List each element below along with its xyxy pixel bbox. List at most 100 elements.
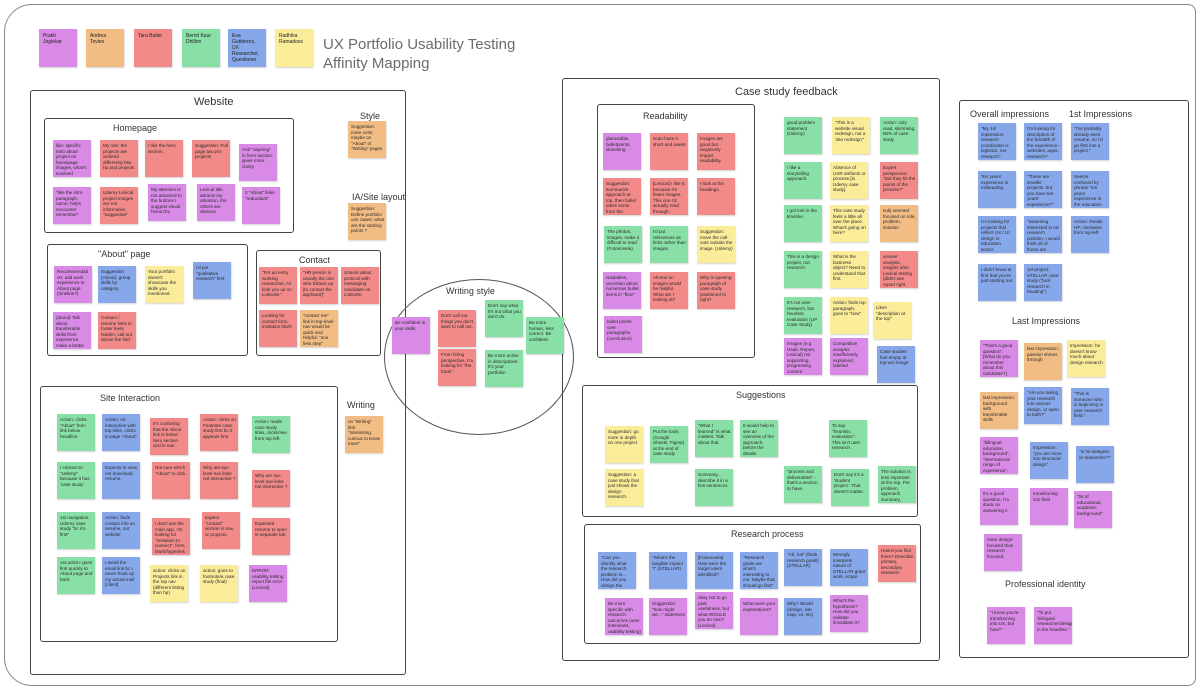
sticky-note: "I know you're transitioning into UX, bu… bbox=[987, 607, 1025, 644]
sticky-note: readables, uncertain about numerous bull… bbox=[603, 272, 641, 309]
sticky-note: Why is opening paragraph of case study p… bbox=[697, 272, 735, 309]
sticky-note: Be more human, less correct. Be confiden… bbox=[526, 317, 564, 354]
readability-title: Readability bbox=[643, 111, 688, 121]
sticky-note: Why? Would (design, site map, UI, etc) bbox=[784, 598, 822, 635]
sticky-note: Action: reads case study titles, clicks/… bbox=[252, 416, 290, 453]
sticky-note: transitioning into field bbox=[1030, 488, 1068, 525]
sticky-note: answer analysis, insights after Lexical … bbox=[880, 251, 918, 288]
sticky-note: good problem statement (Udemy) bbox=[784, 117, 822, 154]
homepage-frame bbox=[44, 118, 294, 233]
sticky-note: Action: only read, skimming, 80% of case… bbox=[880, 117, 918, 154]
sticky-note: I look at the headings. bbox=[697, 178, 735, 215]
overall-frame bbox=[959, 100, 1189, 658]
sticky-note: glanceable, bulletpoints, skimming bbox=[603, 133, 641, 170]
sticky-note: "My 1st impression: research coordinator… bbox=[978, 123, 1016, 160]
sticky-note: "That's a good question": [What do you r… bbox=[980, 340, 1018, 377]
sticky-note: Action: no interaction with top links, c… bbox=[102, 414, 140, 451]
case-study-title: Case study feedback bbox=[735, 86, 838, 98]
sticky-note: Images are good but negatively impact re… bbox=[697, 133, 735, 170]
case-study-frame bbox=[562, 78, 940, 661]
sticky-note: Expects to view, not download, resume. bbox=[102, 462, 140, 499]
sticky-note: Absence of UXR artifacts or process [in … bbox=[830, 162, 868, 199]
legend-swatch: Andrea Tovies bbox=[86, 29, 124, 67]
writing-title: Writing bbox=[347, 400, 375, 410]
sticky-note: Recommendati on: add work experience to … bbox=[54, 266, 92, 303]
sticky-note: This is a design project, not research. bbox=[784, 251, 822, 288]
sticky-note: Wrongly interprets nature of STELLAR gra… bbox=[830, 549, 868, 586]
sticky-note: My attention is not attracted to the but… bbox=[148, 184, 186, 221]
sticky-note: Why are top-level nav links not interact… bbox=[252, 470, 290, 507]
site-interaction-frame bbox=[40, 386, 338, 642]
sticky-note: [Fotonovela] How were the target users i… bbox=[695, 552, 733, 589]
sticky-note: (about) Talk about transferable skills f… bbox=[53, 312, 91, 349]
homepage-title: Homepage bbox=[113, 123, 158, 133]
sticky-note: Expected resume to open in separate tab. bbox=[252, 518, 290, 555]
sticky-note: Likes "description at the top" bbox=[873, 302, 911, 339]
legend-swatch: Tara Butler bbox=[134, 29, 172, 67]
sticky-note: "To put 'bilingual researcher/designer' … bbox=[1034, 607, 1072, 644]
sticky-note: From hiring perspective, I'm looking for… bbox=[438, 349, 476, 386]
sticky-note: Be more active in descriptions. It's you… bbox=[485, 350, 523, 387]
sticky-note: Suggestion: "how might we..." statement bbox=[649, 598, 687, 635]
last-impressions-title: Last Impressions bbox=[1012, 316, 1081, 326]
sticky-note: What were your expectations? bbox=[740, 598, 778, 635]
sticky-note: I'd put references as links rather than … bbox=[650, 226, 688, 263]
board-title: UX Portfolio Usability Testing Affinity … bbox=[323, 36, 516, 72]
sticky-note: This case study feels a little all over … bbox=[830, 205, 868, 242]
sticky-note: "lot of educational, academic background… bbox=[1074, 491, 1112, 528]
sticky-note: I like a storytelling approach. bbox=[784, 162, 822, 199]
sticky-note: Be confident in your skills. bbox=[392, 317, 430, 354]
writing-style-title: Writing style bbox=[446, 286, 495, 296]
sticky-note: "Are you taking your research into vario… bbox=[1024, 387, 1062, 424]
suggestions-title: Suggestions bbox=[736, 390, 786, 400]
contact-title: Contact bbox=[299, 255, 331, 265]
sticky-note: Action: finds contact info on resume, no… bbox=[102, 512, 140, 549]
sticky-note: "This is a website visual redesign, not … bbox=[832, 117, 870, 154]
sticky-note: "This is someone who is beginning in use… bbox=[1071, 388, 1109, 425]
sticky-note: "contact me" link in top-level nav would… bbox=[300, 310, 338, 347]
sticky-note: "I've probably already seen resume, so I… bbox=[1071, 123, 1109, 160]
sticky-note: "These are smaller projects, but you hav… bbox=[1024, 171, 1062, 208]
ia-title: IA/Site layout bbox=[352, 192, 406, 202]
legend-swatch: Prakti Joglekar bbox=[39, 29, 77, 67]
sticky-note: Ten years' experience is misleading. bbox=[978, 171, 1016, 208]
sticky-note: Summary... describe it in a few sentence… bbox=[695, 469, 733, 506]
sticky-note: The photos, images, make it difficult to… bbox=[604, 226, 642, 263]
sticky-note: Seems confused by phrase "ten years expe… bbox=[1071, 171, 1109, 208]
sticky-note: My role: the projects are ordered differ… bbox=[100, 140, 138, 177]
sticky-note: I'm looking for projects that reflect UX… bbox=[978, 216, 1016, 253]
sticky-note: "like the intro paragraph, name; helps e… bbox=[53, 187, 91, 224]
legend-swatch: Eva Guttierrez, UX Researcher, Questione… bbox=[228, 29, 266, 67]
sticky-note: Case studies feel empty at top w/o image bbox=[877, 346, 915, 383]
sticky-note: Impression: "you are more into structura… bbox=[1030, 442, 1068, 479]
sticky-note: Suggestion: more color, maybe on "About"… bbox=[348, 121, 386, 158]
sticky-note: I clicked on "Udemy" because it has 'cas… bbox=[57, 462, 95, 499]
sticky-note: I'm looking for description of the bread… bbox=[1024, 123, 1062, 160]
sticky-note: Suggestion: summarize approach at top, t… bbox=[603, 178, 641, 215]
about-title: "About" page bbox=[98, 249, 151, 259]
sticky-note: Be more specific with research outcomes … bbox=[605, 598, 643, 635]
sticky-note: more design-focused than research focuse… bbox=[984, 534, 1022, 571]
sticky-note: "Ah, hal" (finds research goals) (STELLA… bbox=[784, 549, 822, 586]
sticky-note: What is the business object? Need to und… bbox=[830, 251, 868, 288]
sticky-note: Unsure about protocol with messaging can… bbox=[341, 267, 379, 304]
sticky-note: "HR person is usually the one who follow… bbox=[300, 267, 338, 304]
whiteboard-board bbox=[4, 4, 1196, 686]
sticky-note: action: clicks on Projects link in the t… bbox=[150, 565, 188, 602]
sticky-note: Suggestion: a case study that just shows… bbox=[605, 469, 643, 506]
sticky-note: "process and deliverables" - that's a se… bbox=[784, 466, 822, 503]
sticky-note: Udemy Lexical project images are not inf… bbox=[100, 187, 138, 224]
sticky-note: Alt-text on images would be helpful. Wha… bbox=[650, 272, 688, 309]
sticky-note: 1st project: STELLAR case study ("lack r… bbox=[1024, 264, 1062, 301]
sticky-note: I'd put "qualitative research" first. bbox=[193, 262, 231, 299]
about-frame bbox=[47, 244, 248, 356]
sticky-note: subj seemed focused on role, problem, so… bbox=[880, 205, 918, 242]
sticky-note: Competitive analysis insufficiently expl… bbox=[830, 338, 868, 375]
style-title: Style bbox=[360, 111, 381, 121]
sticky-note: Action: Reads HP, clockwise from top-lef… bbox=[1071, 216, 1109, 253]
overall-title: Overall impressions bbox=[970, 109, 1050, 119]
sticky-note: It's confusing that the About link is be… bbox=[150, 418, 188, 455]
sticky-note: "Research goals are what's interesting t… bbox=[740, 552, 778, 589]
sticky-note: "Is he designer or researcher?" bbox=[1076, 446, 1114, 483]
sticky-note: How'd you find them? Describe primary, s… bbox=[878, 545, 916, 582]
